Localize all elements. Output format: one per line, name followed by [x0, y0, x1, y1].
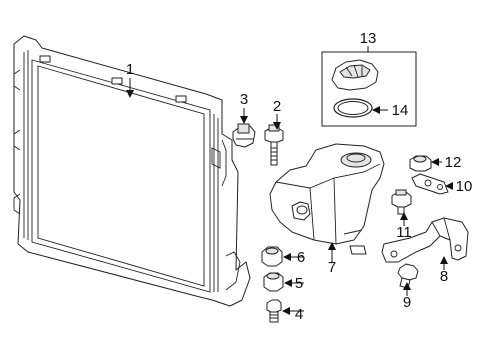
- insulator: [261, 246, 283, 267]
- callout-4: 4: [295, 306, 303, 323]
- callout-6: 6: [297, 249, 305, 266]
- reservoir-bolt: [391, 189, 412, 215]
- support-plate: [411, 173, 449, 195]
- o-ring: [333, 98, 373, 118]
- callout-12: 12: [445, 154, 462, 171]
- bolt-long: [264, 124, 284, 166]
- callout-3: 3: [240, 91, 248, 108]
- callout-5: 5: [295, 275, 303, 292]
- grommet: [409, 155, 432, 172]
- lower-insulator: [263, 272, 284, 292]
- small-bolt: [266, 299, 282, 323]
- callout-labels: 1 2 3 4 5 6 7 8 9 10 11 12 13 14: [126, 30, 473, 323]
- callout-14: 14: [392, 102, 409, 119]
- callout-9: 9: [403, 294, 411, 311]
- coolant-reservoir: [269, 143, 385, 255]
- callout-13: 13: [360, 30, 377, 47]
- radiator: [13, 35, 251, 307]
- callout-1: 1: [126, 61, 134, 78]
- callout-8: 8: [440, 268, 448, 285]
- callout-2: 2: [273, 98, 281, 115]
- leader-lines: [126, 46, 453, 315]
- callout-7: 7: [328, 259, 336, 276]
- reservoir-bracket: [381, 217, 469, 263]
- reservoir-cap: [331, 59, 379, 91]
- callout-11: 11: [396, 224, 412, 241]
- upper-mount: [232, 123, 256, 148]
- callout-10: 10: [456, 178, 473, 195]
- cap-assembly: [321, 51, 417, 127]
